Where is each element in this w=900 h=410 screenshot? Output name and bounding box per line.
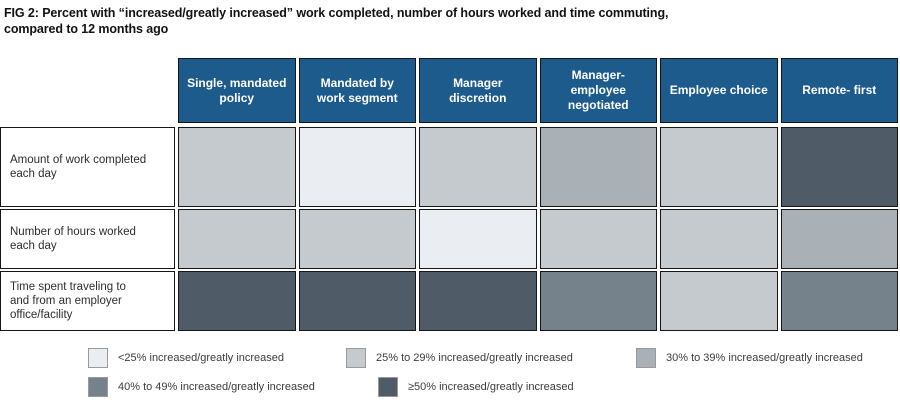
- legend-label: 40% to 49% increased/greatly increased: [118, 380, 315, 393]
- heatmap-cell: [419, 209, 537, 269]
- heatmap-cell: [780, 209, 898, 269]
- column-header: Manager discretion: [419, 58, 537, 123]
- column-header: Single, mandated policy: [178, 58, 296, 123]
- legend-label: 30% to 39% increased/greatly increased: [666, 351, 863, 364]
- heatmap-cell: [178, 209, 296, 269]
- legend-swatch: [346, 348, 366, 368]
- legend-swatch: [636, 348, 656, 368]
- heatmap-cell: [298, 209, 416, 269]
- heatmap-cell: [419, 127, 537, 207]
- heatmap-cell: [178, 271, 296, 331]
- heatmap-cell: [298, 127, 416, 207]
- legend-row-1: <25% increased/greatly increased 25% to 2…: [88, 348, 900, 368]
- column-header: Remote- first: [780, 58, 898, 123]
- column-header: Mandated by work segment: [298, 58, 416, 123]
- table-row: Number of hours worked each day: [0, 209, 898, 269]
- legend-item: <25% increased/greatly increased: [88, 348, 346, 368]
- legend-swatch: [88, 348, 108, 368]
- legend-row-2: 40% to 49% increased/greatly increased ≥5…: [88, 377, 900, 397]
- figure-title-line1: FIG 2: Percent with “increased/greatly i…: [4, 6, 669, 20]
- heatmap-cell: [780, 127, 898, 207]
- heatmap-cell: [539, 209, 657, 269]
- legend-label: 25% to 29% increased/greatly increased: [376, 351, 573, 364]
- legend: <25% increased/greatly increased 25% to 2…: [88, 348, 900, 397]
- heatmap-cell: [539, 127, 657, 207]
- heatmap-cell: [539, 271, 657, 331]
- row-label: Amount of work completed each day: [0, 127, 175, 207]
- corner-spacer: [0, 58, 175, 125]
- column-header: Manager-employee negotiated: [539, 58, 657, 123]
- legend-item: 25% to 29% increased/greatly increased: [346, 348, 636, 368]
- figure-title-line2: compared to 12 months ago: [4, 22, 169, 36]
- table-row: Amount of work completed each day: [0, 127, 898, 207]
- heatmap-cell: [660, 271, 778, 331]
- legend-item: 40% to 49% increased/greatly increased: [88, 377, 378, 397]
- figure-title: FIG 2: Percent with “increased/greatly i…: [0, 0, 900, 37]
- table-row: Time spent traveling to and from an empl…: [0, 271, 898, 331]
- legend-swatch: [378, 377, 398, 397]
- heatmap-cell: [298, 271, 416, 331]
- row-label: Time spent traveling to and from an empl…: [0, 271, 175, 331]
- heatmap-cell: [780, 271, 898, 331]
- legend-item: 30% to 39% increased/greatly increased: [636, 348, 863, 368]
- heatmap-cell: [660, 209, 778, 269]
- column-header: Employee choice: [660, 58, 778, 123]
- legend-label: <25% increased/greatly increased: [118, 351, 285, 364]
- legend-swatch: [88, 377, 108, 397]
- heatmap-cell: [419, 271, 537, 331]
- legend-item: ≥50% increased/greatly increased: [378, 377, 574, 397]
- legend-label: ≥50% increased/greatly increased: [408, 380, 574, 393]
- heatmap-cell: [178, 127, 296, 207]
- heatmap-cell: [660, 127, 778, 207]
- row-label: Number of hours worked each day: [0, 209, 175, 269]
